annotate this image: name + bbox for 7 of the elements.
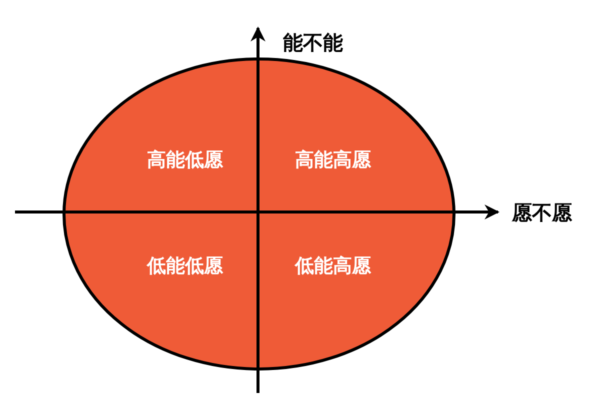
quadrant-label: 低能低愿 bbox=[147, 254, 223, 279]
quadrant-label: 高能高愿 bbox=[295, 148, 371, 173]
quadrant-label: 高能低愿 bbox=[147, 148, 223, 173]
axis-label: 能不能 bbox=[283, 30, 343, 56]
quadrant-label: 低能高愿 bbox=[295, 254, 371, 279]
quadrant-ellipse bbox=[62, 57, 456, 371]
axis-label: 愿不愿 bbox=[512, 200, 572, 226]
